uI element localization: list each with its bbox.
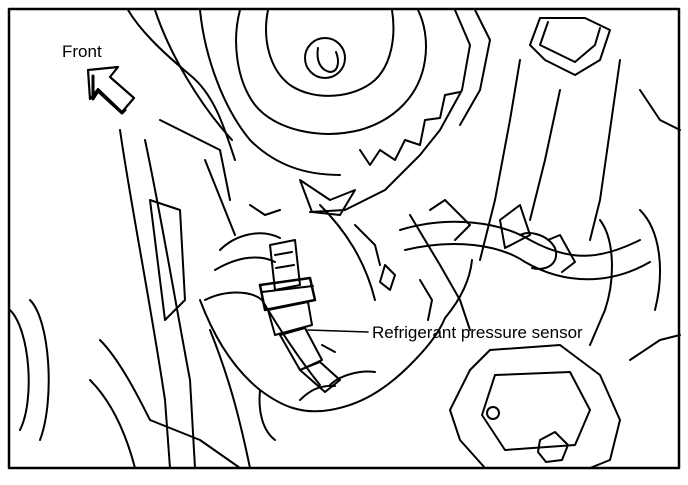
refrigerant-pressure-sensor — [258, 239, 341, 393]
front-label: Front — [62, 42, 102, 61]
lower-bracket — [449, 334, 681, 469]
sensor-callout: Refrigerant pressure sensor — [307, 323, 583, 342]
figure-frame — [7, 7, 681, 470]
front-indicator: Front — [62, 42, 136, 115]
refrigerant-hose — [399, 204, 661, 346]
right-panel — [299, 9, 681, 331]
front-direction-arrow-icon — [86, 65, 136, 115]
strut-tower — [127, 9, 428, 176]
left-frame — [9, 119, 251, 469]
callout-leader-line — [307, 329, 369, 333]
detail-strokes — [249, 204, 433, 321]
callout-label: Refrigerant pressure sensor — [372, 323, 583, 342]
